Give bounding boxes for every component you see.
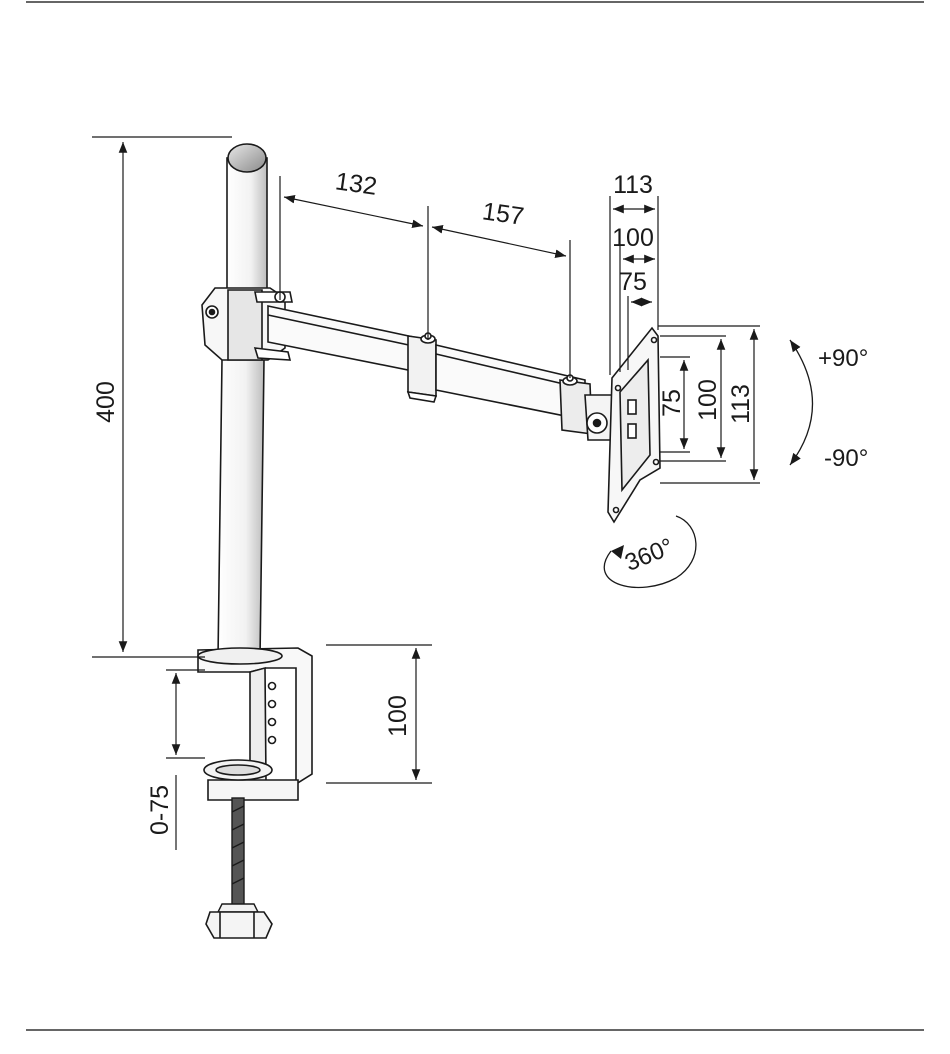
dimension-lines [92,136,760,850]
arm-segment-1-label: 132 [334,167,379,201]
clamp-range-label: 0-75 [146,785,174,835]
swivel-ellipse [603,515,697,589]
vesa-mid-top-label: 100 [612,224,654,252]
tilt-arc [789,339,814,466]
vesa-mid-side-label: 100 [694,379,722,421]
clamp-height-label: 100 [384,695,412,737]
tilt-down-label: -90° [824,445,868,472]
arm-segment-1 [267,305,419,373]
vesa-inner-top-label: 75 [619,268,647,296]
vesa-plate [607,326,661,524]
arm-joint-middle [406,332,438,403]
clamp-screw [216,797,260,913]
clamp-knob [205,911,273,939]
vesa-outer-side-label: 113 [727,384,755,424]
vesa-inner-side-label: 75 [658,389,686,417]
pole-collar [201,287,293,361]
pole-height-label: 400 [92,381,120,423]
desk-clamp [197,647,313,801]
tilt-up-label: +90° [818,345,868,372]
vesa-outer-top-label: 113 [613,171,653,199]
arm-joint-end [559,374,615,441]
arm-segment-2-label: 157 [481,197,526,231]
swivel-label: 360° [621,533,677,577]
pole [217,143,268,659]
